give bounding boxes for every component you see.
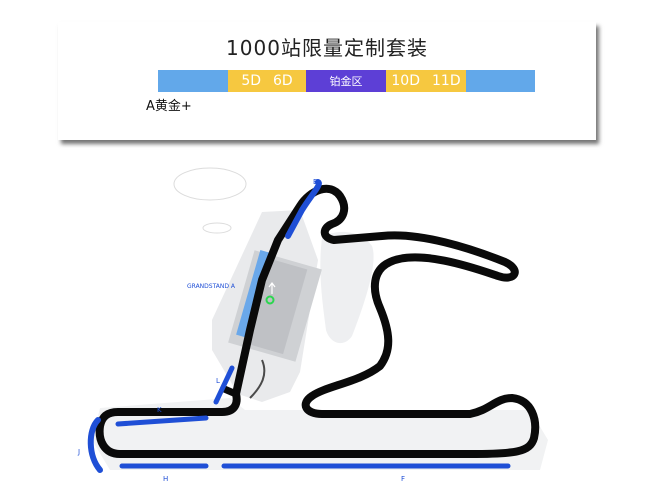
stand-label-j: J: [77, 448, 80, 456]
stand-k[interactable]: [115, 415, 209, 427]
race-track: [95, 184, 540, 458]
stand-b[interactable]: [285, 179, 322, 239]
cloud-shape: [173, 167, 247, 201]
zone-row-label: A黄金+: [146, 99, 192, 114]
stand-label-b: B: [313, 178, 318, 186]
stand-label-l: L: [216, 377, 220, 385]
stand-label-grandstand-a: GRANDSTAND A: [187, 283, 236, 290]
pit-building: [242, 257, 308, 355]
stand-label-f: F: [401, 475, 405, 483]
zone-label-6d: 6D: [273, 73, 293, 89]
infield-area: [320, 231, 374, 344]
circuit-map: B GRANDSTAND A L K J H F: [77, 167, 548, 483]
stand-label-h: H: [163, 475, 168, 483]
zone-segment-gold-2[interactable]: 10D 11D: [386, 70, 466, 92]
zone-segment-platinum[interactable]: 铂金区: [306, 70, 386, 92]
zone-segment-gold-1[interactable]: 5D 6D: [228, 70, 306, 92]
pit-lane: [249, 359, 266, 399]
cloud-shape: [202, 222, 232, 234]
zone-segment-blue-right[interactable]: [466, 70, 535, 92]
zone-label-11d: 11D: [432, 73, 461, 89]
zone-label-5d: 5D: [241, 73, 261, 89]
pit-marker-icon: [265, 295, 275, 305]
zone-label-platinum: 铂金区: [329, 75, 363, 88]
zone-label-10d: 10D: [391, 73, 420, 89]
package-title: 1000站限量定制套装: [226, 36, 428, 60]
stand-j[interactable]: [87, 417, 103, 473]
stand-l[interactable]: [213, 365, 235, 405]
zone-segment-blue-left[interactable]: [158, 70, 228, 92]
seating-zone-bar: 5D 6D 铂金区 10D 11D: [158, 70, 535, 92]
stand-label-k: K: [157, 406, 162, 414]
direction-arrow-icon: [268, 282, 276, 294]
